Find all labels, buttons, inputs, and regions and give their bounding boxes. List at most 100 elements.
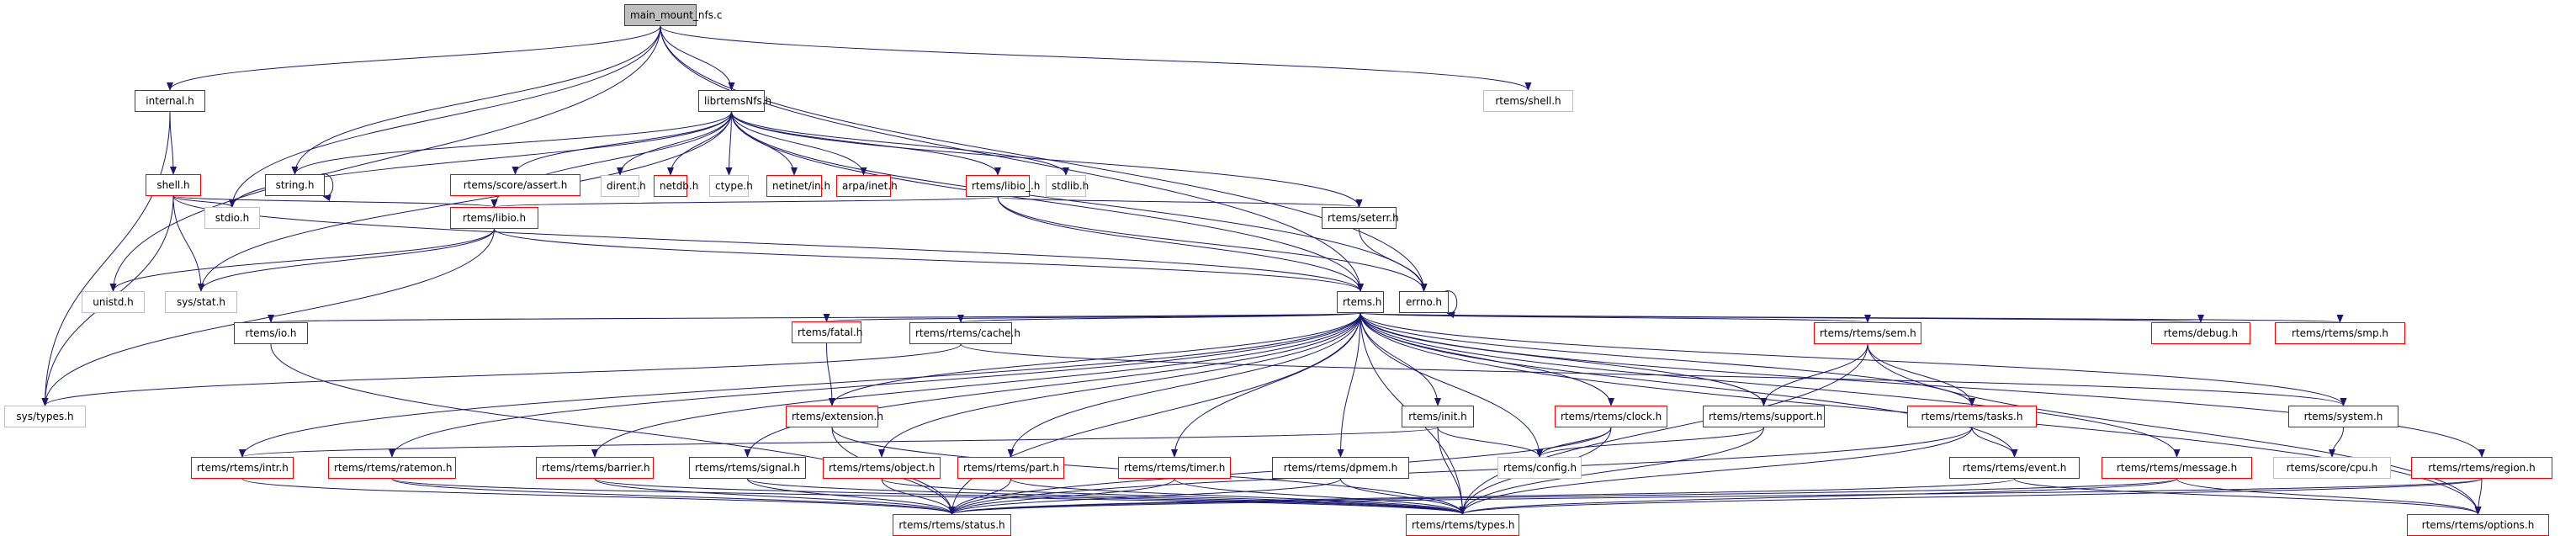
edge-ratemon-to-status — [391, 478, 956, 515]
edge-region-to-status — [949, 478, 2483, 515]
edge-librtemsnfs-to-stdlib — [731, 111, 1069, 176]
graph-node-arpa[interactable]: arpa/inet.h — [836, 175, 898, 197]
edge-message-to-status — [949, 478, 2177, 515]
edge-libio_-to-libio — [491, 196, 999, 208]
edge-main-to-rtemsh — [660, 25, 1364, 292]
edge-libio_-to-rtemsh — [997, 196, 1364, 292]
edge-ratemon-to-types — [391, 478, 1466, 515]
graph-node-system[interactable]: rtems/system.h — [2288, 406, 2398, 427]
graph-node-netinet[interactable]: netinet/in.h — [766, 175, 830, 197]
edge-rtemsh-to-barrier — [591, 312, 1361, 458]
edge-errno-to-errno — [1444, 290, 1458, 319]
edge-sem-to-support — [1760, 343, 1868, 406]
edge-shell-to-libio — [172, 195, 497, 208]
graph-node-shell[interactable]: shell.h — [146, 174, 201, 196]
graph-node-netdb[interactable]: netdb.h — [654, 175, 698, 197]
edge-rtemsh-to-intr — [239, 312, 1361, 458]
edge-part-to-types — [1010, 478, 1466, 515]
edge-event-to-options — [2014, 478, 2482, 515]
edge-rtemsh-to-message — [1360, 312, 2181, 458]
graph-node-string[interactable]: string.h — [265, 174, 325, 196]
graph-node-message[interactable]: rtems/rtems/message.h — [2102, 457, 2252, 479]
edge-librtemsnfs-to-dirent — [617, 111, 732, 176]
edge-rtemsh-to-cache — [957, 312, 1361, 323]
edge-libio_-to-errno — [997, 196, 1428, 292]
edge-dpmem-to-status — [948, 478, 1341, 515]
graph-node-support[interactable]: rtems/rtems/support.h — [1703, 406, 1825, 427]
edge-libio-to-rtemsh — [494, 228, 1364, 292]
graph-node-tasks[interactable]: rtems/rtems/tasks.h — [1907, 406, 2037, 427]
graph-node-ctype: ctype.h — [709, 175, 753, 197]
edge-librtemsnfs-to-stdio — [229, 111, 732, 208]
graph-node-systypes: sys/types.h — [4, 406, 86, 427]
graph-node-smp[interactable]: rtems/rtems/smp.h — [2275, 322, 2405, 344]
graph-node-event[interactable]: rtems/rtems/event.h — [1949, 457, 2080, 479]
edge-internal-to-systypes — [41, 111, 171, 406]
graph-node-region[interactable]: rtems/rtems/region.h — [2411, 457, 2552, 479]
edge-tasks-to-status — [948, 427, 1973, 515]
edge-seterr-to-errno — [1359, 228, 1428, 292]
graph-node-io[interactable]: rtems/io.h — [234, 322, 308, 344]
edge-object-to-types — [881, 478, 1466, 515]
edge-rtemsh-to-signal — [744, 312, 1361, 458]
graph-node-stdio: stdio.h — [204, 207, 260, 229]
edge-sem-to-options — [1867, 343, 2482, 515]
edge-region-to-options — [2474, 478, 2483, 515]
edge-libio-to-unistd — [109, 228, 495, 292]
graph-node-object[interactable]: rtems/rtems/object.h — [823, 457, 941, 479]
edge-libio_-to-seterr — [997, 196, 1362, 208]
graph-node-errno[interactable]: errno.h — [1399, 291, 1449, 313]
graph-node-rshell: rtems/shell.h — [1483, 90, 1573, 112]
edge-main-to-internal — [167, 25, 661, 91]
graph-node-extension[interactable]: rtems/extension.h — [786, 406, 883, 427]
edge-barrier-to-types — [594, 478, 1466, 515]
graph-node-assert[interactable]: rtems/score/assert.h — [450, 174, 580, 196]
edge-librtemsnfs-to-seterr — [731, 111, 1363, 208]
graph-node-clock[interactable]: rtems/rtems/clock.h — [1555, 406, 1667, 427]
graph-node-rtemsh[interactable]: rtems.h — [1337, 291, 1384, 313]
graph-node-main: main_mount_nfs.c — [624, 4, 722, 26]
graph-node-options[interactable]: rtems/rtems/options.h — [2407, 514, 2549, 536]
edge-librtemsnfs-to-rtemsh — [731, 111, 1364, 292]
edge-init-to-types — [1437, 427, 1466, 515]
graph-node-types[interactable]: rtems/rtems/types.h — [1406, 514, 1519, 536]
graph-node-cpu: rtems/score/cpu.h — [2273, 457, 2391, 479]
edge-rtemsh-to-timer — [1171, 312, 1361, 458]
graph-node-cache[interactable]: rtems/rtems/cache.h — [909, 322, 1020, 344]
graph-node-libio-[interactable]: rtems/libio_.h — [966, 175, 1040, 197]
edge-rtemsh-to-ratemon — [389, 312, 1361, 458]
edge-internal-to-shell — [169, 111, 177, 175]
graph-node-signal[interactable]: rtems/rtems/signal.h — [689, 457, 806, 479]
graph-node-sem[interactable]: rtems/rtems/sem.h — [1814, 322, 1921, 344]
graph-node-dirent: dirent.h — [601, 175, 646, 197]
graph-node-dpmem[interactable]: rtems/rtems/dpmem.h — [1272, 457, 1409, 479]
edge-librtemsnfs-to-arpa — [731, 111, 867, 176]
graph-node-barrier[interactable]: rtems/rtems/barrier.h — [536, 457, 654, 479]
edge-clock-to-config — [1536, 427, 1612, 458]
edge-dpmem-to-types — [1340, 478, 1466, 515]
graph-node-timer[interactable]: rtems/rtems/timer.h — [1118, 457, 1231, 479]
edge-main-to-errno — [660, 25, 1428, 292]
edge-tasks-to-event — [1971, 427, 2018, 458]
graph-node-fatal[interactable]: rtems/fatal.h — [792, 321, 862, 343]
edge-shell-to-rtemsh — [172, 195, 1364, 292]
graph-node-status[interactable]: rtems/rtems/status.h — [893, 514, 1011, 536]
graph-node-part[interactable]: rtems/rtems/part.h — [957, 457, 1064, 479]
edge-message-to-types — [1459, 478, 2177, 515]
graph-node-libio[interactable]: rtems/libio.h — [450, 207, 538, 229]
edge-intr-to-status — [241, 478, 956, 515]
edge-main-to-unistd — [109, 25, 661, 292]
edge-tasks-to-types — [1459, 427, 1973, 515]
graph-node-intr[interactable]: rtems/rtems/intr.h — [191, 457, 294, 479]
edge-rtemsh-to-smp — [1360, 312, 2342, 323]
graph-node-debug[interactable]: rtems/debug.h — [2151, 322, 2250, 344]
graph-node-seterr[interactable]: rtems/seterr.h — [1322, 207, 1399, 229]
graph-node-sysstat: sys/stat.h — [165, 291, 237, 313]
edge-main-to-stdio — [229, 25, 661, 208]
graph-node-internal[interactable]: internal.h — [135, 90, 205, 112]
edge-librtemsnfs-to-string — [291, 111, 732, 175]
graph-node-init[interactable]: rtems/init.h — [1402, 406, 1474, 427]
graph-node-ratemon[interactable]: rtems/rtems/ratemon.h — [328, 457, 456, 479]
graph-node-librtemsnfs[interactable]: librtemsNfs.h — [698, 90, 771, 112]
